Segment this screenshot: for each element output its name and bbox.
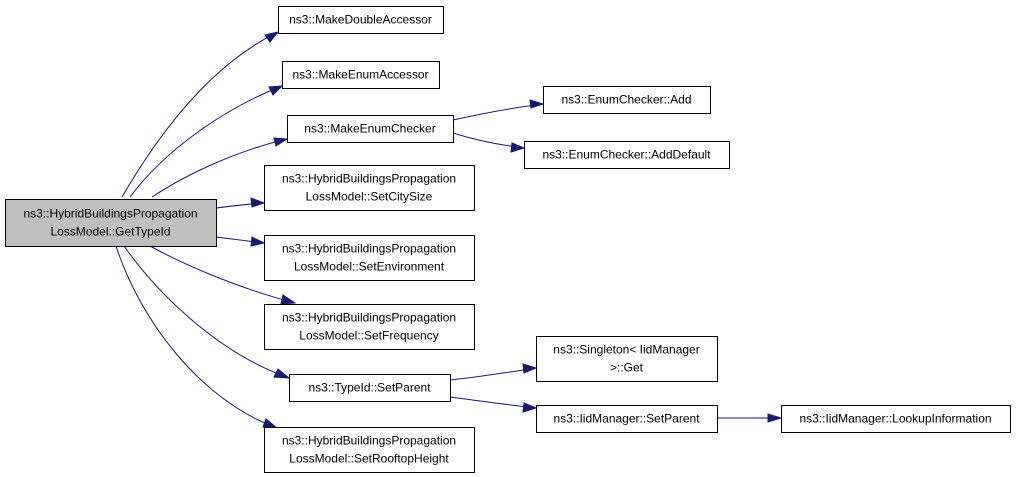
node-box bbox=[781, 405, 1011, 433]
edge-root-to-set-frequency bbox=[149, 245, 297, 305]
edge-line bbox=[121, 31, 279, 198]
arrowhead bbox=[522, 363, 538, 374]
node-box bbox=[264, 304, 475, 350]
node-label-line: ns3::EnumChecker::AddDefault bbox=[542, 148, 711, 162]
node-make-double-accessor[interactable]: ns3::MakeDoubleAccessor bbox=[278, 6, 444, 34]
edges-layer bbox=[115, 31, 783, 429]
node-label-line: ns3::TypeId::SetParent bbox=[308, 381, 431, 395]
node-label-line: ns3::IidManager::LookupInformation bbox=[799, 412, 991, 426]
edge-root-to-set-city-size bbox=[215, 197, 266, 209]
node-make-enum-checker[interactable]: ns3::MakeEnumChecker bbox=[287, 115, 454, 143]
arrowhead bbox=[767, 413, 783, 423]
node-set-city-size[interactable]: ns3::HybridBuildingsPropagationLossModel… bbox=[264, 165, 475, 211]
edge-root-to-set-rooftop-height bbox=[115, 245, 279, 429]
node-box bbox=[543, 86, 711, 114]
node-label-line: ns3::HybridBuildingsPropagation bbox=[282, 311, 456, 325]
node-singleton-get[interactable]: ns3::Singleton< IidManager>::Get bbox=[536, 336, 718, 382]
node-label-line: LossModel::SetRooftopHeight bbox=[289, 452, 449, 466]
node-label-line: ns3::HybridBuildingsPropagation bbox=[23, 207, 197, 221]
arrowhead bbox=[264, 31, 280, 43]
node-make-enum-accessor[interactable]: ns3::MakeEnumAccessor bbox=[282, 61, 440, 89]
node-set-environment[interactable]: ns3::HybridBuildingsPropagationLossModel… bbox=[264, 235, 475, 281]
arrowhead bbox=[280, 294, 297, 305]
edge-line bbox=[151, 138, 288, 198]
node-label-line: ns3::HybridBuildingsPropagation bbox=[282, 172, 456, 186]
node-box bbox=[524, 141, 730, 169]
edge-typeid-set-parent-to-iidmanager-set-parent bbox=[449, 396, 538, 413]
node-enum-checker-add-default[interactable]: ns3::EnumChecker::AddDefault bbox=[524, 141, 730, 169]
node-label-line: LossModel::SetEnvironment bbox=[294, 260, 445, 274]
node-iidmanager-lookup[interactable]: ns3::IidManager::LookupInformation bbox=[781, 405, 1011, 433]
node-box bbox=[278, 6, 444, 34]
edge-root-to-make-double-accessor bbox=[121, 31, 280, 198]
edge-line bbox=[449, 367, 537, 381]
node-box bbox=[536, 405, 718, 433]
node-iidmanager-set-parent[interactable]: ns3::IidManager::SetParent bbox=[536, 405, 718, 433]
node-box bbox=[536, 336, 718, 382]
edge-line bbox=[452, 103, 544, 121]
node-enum-checker-add[interactable]: ns3::EnumChecker::Add bbox=[543, 86, 711, 114]
node-label-line: ns3::EnumChecker::Add bbox=[561, 93, 691, 107]
edge-root-to-make-enum-checker bbox=[151, 137, 289, 198]
node-box bbox=[264, 165, 475, 211]
edge-line bbox=[123, 245, 290, 379]
node-label-line: ns3::HybridBuildingsPropagation bbox=[282, 434, 456, 448]
node-label-line: LossModel::SetFrequency bbox=[299, 329, 438, 343]
arrowhead bbox=[522, 402, 538, 413]
node-label-line: ns3::MakeEnumAccessor bbox=[292, 68, 428, 82]
node-box bbox=[264, 427, 475, 473]
node-box bbox=[264, 235, 475, 281]
node-label-line: >::Get bbox=[610, 361, 644, 375]
edge-iidmanager-set-parent-to-iidmanager-lookup bbox=[717, 413, 783, 423]
arrowhead bbox=[250, 236, 266, 247]
node-label-line: ns3::HybridBuildingsPropagation bbox=[282, 242, 456, 256]
arrowhead bbox=[510, 142, 526, 153]
node-label-line: ns3::IidManager::SetParent bbox=[553, 412, 700, 426]
arrowhead bbox=[529, 99, 545, 109]
edge-root-to-make-enum-accessor bbox=[129, 85, 284, 198]
arrowhead bbox=[262, 418, 279, 429]
node-label-line: ns3::MakeEnumChecker bbox=[304, 122, 435, 136]
arrowhead bbox=[268, 85, 284, 96]
edge-make-enum-checker-to-enum-checker-add bbox=[452, 99, 545, 121]
node-set-rooftop-height[interactable]: ns3::HybridBuildingsPropagationLossModel… bbox=[264, 427, 475, 473]
node-label-line: ns3::MakeDoubleAccessor bbox=[289, 13, 432, 27]
arrowhead bbox=[273, 137, 289, 147]
node-box bbox=[287, 115, 454, 143]
node-label-line: LossModel::SetCitySize bbox=[306, 190, 433, 204]
edge-make-enum-checker-to-enum-checker-add-default bbox=[452, 132, 526, 153]
edge-root-to-typeid-set-parent bbox=[123, 245, 291, 379]
node-label-line: LossModel::GetTypeId bbox=[50, 225, 170, 239]
edge-typeid-set-parent-to-singleton-get bbox=[449, 363, 538, 381]
edge-line bbox=[149, 245, 296, 304]
arrowhead bbox=[273, 368, 291, 379]
edge-line bbox=[129, 85, 283, 198]
node-box bbox=[282, 61, 440, 89]
node-box bbox=[5, 199, 217, 247]
nodes-layer: ns3::HybridBuildingsPropagationLossModel… bbox=[5, 6, 1011, 473]
edge-root-to-set-environment bbox=[215, 236, 266, 247]
node-label-line: ns3::Singleton< IidManager bbox=[553, 343, 699, 357]
edge-line bbox=[449, 396, 537, 409]
root-node-root[interactable]: ns3::HybridBuildingsPropagationLossModel… bbox=[5, 199, 217, 247]
arrowhead bbox=[250, 197, 266, 208]
node-set-frequency[interactable]: ns3::HybridBuildingsPropagationLossModel… bbox=[264, 304, 475, 350]
edge-line bbox=[115, 245, 278, 429]
node-box bbox=[289, 374, 451, 402]
node-typeid-set-parent[interactable]: ns3::TypeId::SetParent bbox=[289, 374, 451, 402]
